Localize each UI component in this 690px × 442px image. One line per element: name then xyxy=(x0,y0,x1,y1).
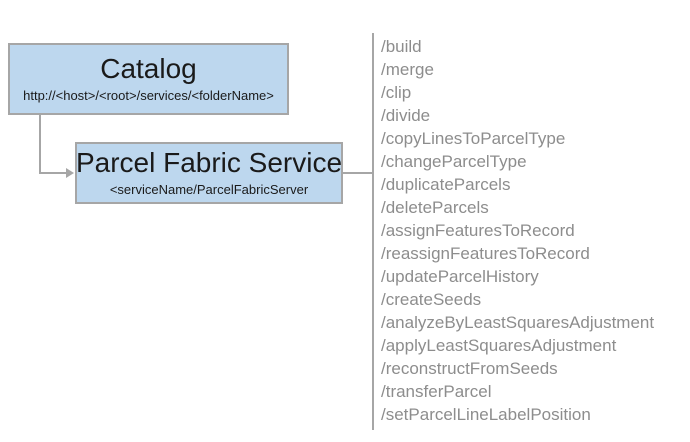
operations-list: /build/merge/clip/divide/copyLinesToParc… xyxy=(381,35,686,426)
operation-item: /changeParcelType xyxy=(381,152,527,171)
operation-item: /clip xyxy=(381,83,412,102)
catalog-url-template: http://<host>/<root>/services/<folderNam… xyxy=(23,88,274,104)
operations-divider-line xyxy=(372,33,374,430)
operation-item: /copyLinesToParcelType xyxy=(381,129,566,148)
catalog-to-service-connector-horizontal xyxy=(39,172,67,174)
operation-item: /setParcelLineLabelPosition xyxy=(381,405,591,424)
catalog-to-service-connector-vertical xyxy=(39,115,41,174)
operation-item: /applyLeastSquaresAdjustment xyxy=(381,336,617,355)
operation-item: /merge xyxy=(381,60,434,79)
operation-item: /deleteParcels xyxy=(381,198,489,217)
catalog-title: Catalog xyxy=(100,52,197,84)
service-url-template: <serviceName/ParcelFabricServer xyxy=(109,182,309,198)
operation-item: /analyzeByLeastSquaresAdjustment xyxy=(381,313,655,332)
operation-item: /divide xyxy=(381,106,431,125)
operation-item: /reassignFeaturesToRecord xyxy=(381,244,590,263)
operation-item: /duplicateParcels xyxy=(381,175,511,194)
catalog-node: Catalog http://<host>/<root>/services/<f… xyxy=(8,43,289,115)
operation-item: /build xyxy=(381,37,422,56)
arrow-right-icon xyxy=(66,168,74,178)
operation-item: /updateParcelHistory xyxy=(381,267,539,286)
parcel-fabric-service-node: Parcel Fabric Service <serviceName/Parce… xyxy=(75,142,343,204)
operation-item: /assignFeaturesToRecord xyxy=(381,221,575,240)
operation-item: /transferParcel xyxy=(381,382,492,401)
operation-item: /reconstructFromSeeds xyxy=(381,359,558,378)
service-title: Parcel Fabric Service xyxy=(75,146,343,178)
service-to-operations-connector xyxy=(343,172,372,174)
operation-item: /createSeeds xyxy=(381,290,482,309)
